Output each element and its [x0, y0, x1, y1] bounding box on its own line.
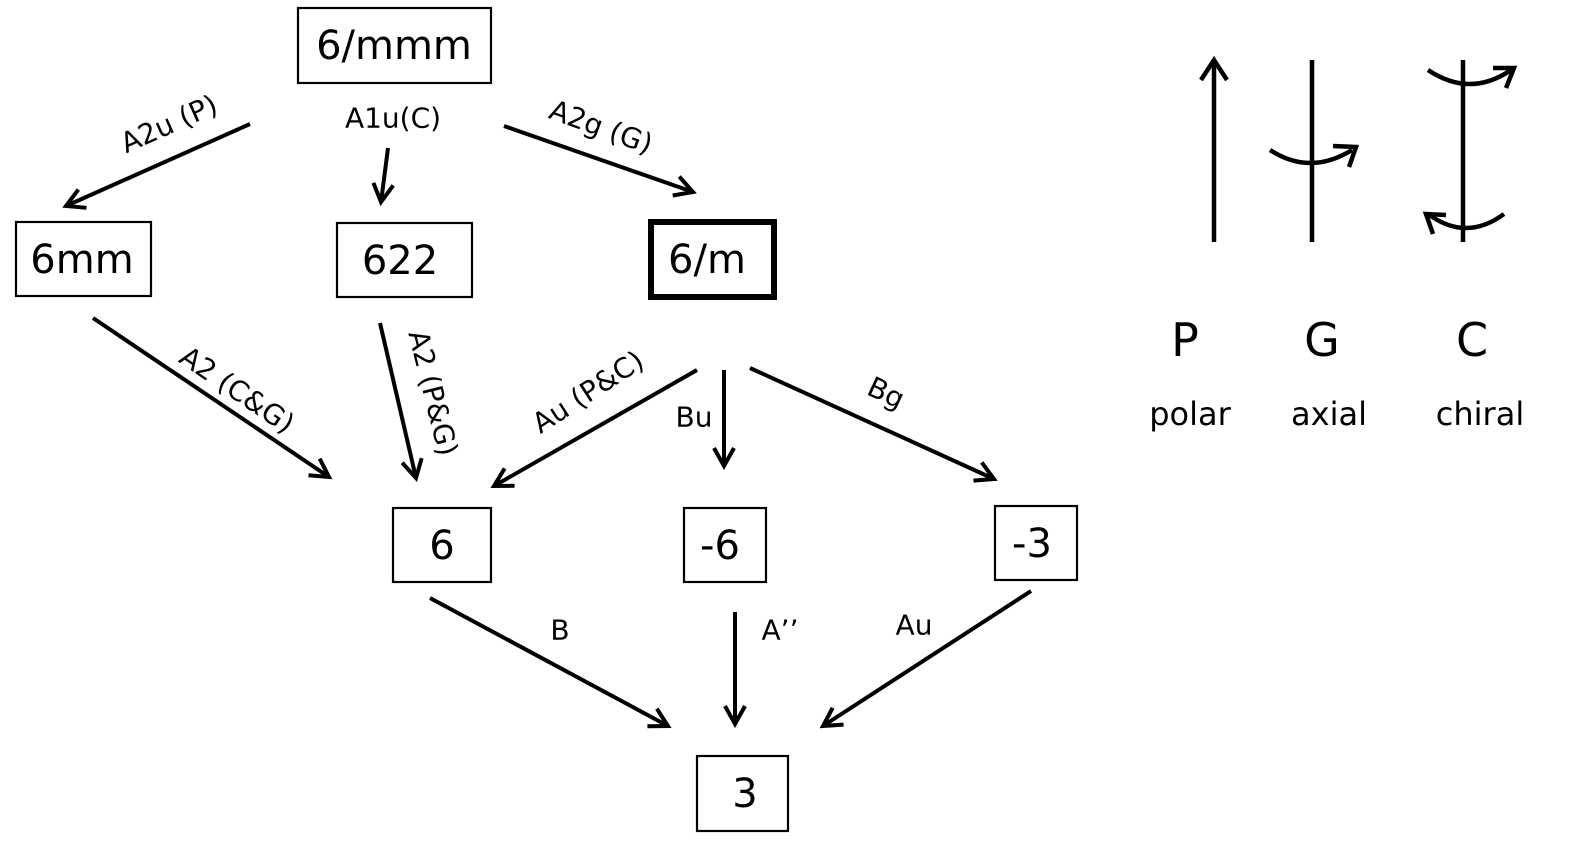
arrow-6m-to-m3: [749, 366, 994, 479]
legend-symbol-chiral: C: [1456, 313, 1488, 367]
node-622: 622: [335, 221, 474, 299]
edge-labels: A2u (P) A1u(C) A2g (G) A2 (C&G) A2 (P&G)…: [116, 88, 933, 646]
arrow-m3-to-3: [823, 589, 1033, 726]
edge-label-au: Au: [896, 609, 933, 642]
arrow-6mmm-to-622: [381, 147, 388, 202]
arrow-6mmm-to-6m: [503, 124, 693, 192]
arrow-6mm-to-6: [91, 316, 329, 477]
arrow-6m-to-6: [494, 368, 698, 486]
legend-name-polar: polar: [1149, 395, 1231, 433]
legend-name-chiral: chiral: [1436, 395, 1524, 433]
node-3: 3: [695, 754, 790, 833]
node-label: 3: [732, 771, 757, 817]
edge-label-a2-pg: A2 (P&G): [401, 327, 464, 459]
arrow-6-to-3: [429, 596, 668, 726]
edge-label-bu: Bu: [676, 401, 713, 434]
edge-label-bg: Bg: [862, 370, 909, 416]
node-label: -6: [700, 523, 740, 569]
node-label: 6/mmm: [316, 23, 472, 69]
edge-label-a2g: A2g (G): [545, 93, 657, 161]
edge-label-b: B: [550, 614, 569, 647]
node-label: 6/m: [668, 237, 746, 283]
edge-label-au-pc: Au (P&C): [526, 344, 650, 440]
legend-symbol-polar: P: [1171, 313, 1199, 367]
node-label: 622: [362, 238, 438, 284]
legend: P G C polar axial chiral: [1149, 55, 1524, 433]
edge-label-a2-cg: A2 (C&G): [174, 340, 301, 441]
node-6: 6: [391, 506, 493, 584]
node-6-mmm: 6/mmm: [296, 6, 493, 85]
node-label: 6mm: [30, 237, 133, 283]
node-minus-6: -6: [682, 506, 768, 584]
node-label: -3: [1012, 521, 1052, 567]
polar-arrow-icon: [1199, 55, 1229, 242]
chiral-counter-rotation-icon: [1422, 60, 1518, 242]
node-6-over-m: 6/m: [648, 219, 777, 300]
edges: [66, 122, 1033, 726]
legend-name-axial: axial: [1291, 395, 1367, 433]
arrow-622-to-6: [378, 322, 416, 478]
arrow-6mmm-to-6mm: [66, 122, 251, 206]
legend-symbol-axial: G: [1304, 313, 1340, 367]
edge-label-a1u: A1u(C): [345, 102, 441, 135]
node-6mm: 6mm: [14, 220, 153, 298]
node-minus-3: -3: [993, 504, 1079, 582]
edge-label-a-double-prime: A’’: [762, 614, 799, 647]
axial-rotation-icon: [1268, 60, 1360, 242]
node-label: 6: [429, 523, 454, 569]
edge-label-a2u: A2u (P): [116, 88, 223, 160]
